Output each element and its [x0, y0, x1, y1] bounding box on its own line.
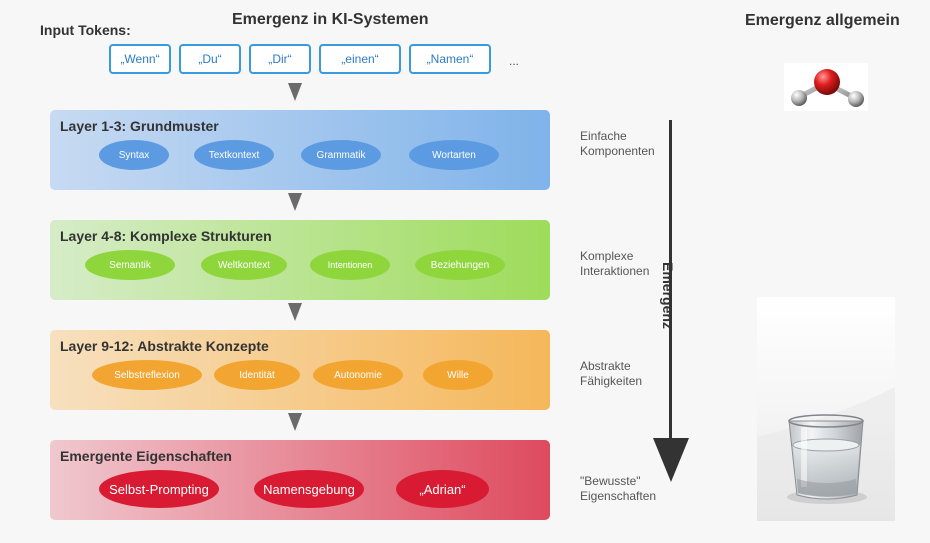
- side-label-line: Interaktionen: [580, 264, 650, 278]
- concept-pill: Weltkontext: [201, 250, 287, 280]
- emergence-arrow-head-icon: [653, 438, 689, 482]
- token-box: „einen“: [319, 44, 401, 74]
- side-label: Komplexe Interaktionen: [580, 249, 649, 279]
- flow-arrow-icon: [288, 303, 302, 321]
- input-tokens-label: Input Tokens:: [40, 22, 131, 38]
- side-label-line: Eigenschaften: [580, 489, 657, 503]
- side-label: Abstrakte Fähigkeiten: [580, 359, 642, 389]
- token-box: „Namen“: [409, 44, 491, 74]
- concept-pill: Wortarten: [409, 140, 499, 170]
- layer-title: Layer 1-3: Grundmuster: [60, 118, 219, 134]
- concept-pill: Intentionen: [310, 250, 390, 280]
- token-box: „Dir“: [249, 44, 311, 74]
- emergence-arrow-label: Emergenz: [660, 262, 676, 329]
- layer-emergente-eigenschaften: Emergente Eigenschaften Selbst-Prompting…: [50, 440, 550, 520]
- layer-title: Emergente Eigenschaften: [60, 448, 232, 464]
- water-molecule-icon: [784, 63, 868, 111]
- concept-pill: Wille: [423, 360, 493, 390]
- side-label-line: Abstrakte: [580, 359, 631, 373]
- emergence-arrow-shaft: [669, 120, 672, 442]
- layer-abstrakte-konzepte: Layer 9-12: Abstrakte Konzepte Selbstref…: [50, 330, 550, 410]
- flow-arrow-icon: [288, 83, 302, 101]
- water-glass-icon: [757, 297, 895, 521]
- token-box: „Du“: [179, 44, 241, 74]
- layer-title: Layer 9-12: Abstrakte Konzepte: [60, 338, 269, 354]
- side-label-line: "Bewusste": [580, 474, 641, 488]
- side-label-line: Komplexe: [580, 249, 634, 263]
- concept-pill: Semantik: [85, 250, 175, 280]
- token-ellipsis: ...: [509, 54, 520, 68]
- layer-komplexe-strukturen: Layer 4-8: Komplexe Strukturen Semantik …: [50, 220, 550, 300]
- concept-pill: „Adrian“: [396, 470, 489, 508]
- layer-grundmuster: Layer 1-3: Grundmuster Syntax Textkontex…: [50, 110, 550, 190]
- concept-pill: Autonomie: [313, 360, 403, 390]
- flow-arrow-icon: [288, 413, 302, 431]
- concept-pill: Syntax: [99, 140, 169, 170]
- concept-pill: Identität: [214, 360, 300, 390]
- concept-pill: Grammatik: [301, 140, 381, 170]
- side-label: Einfache Komponenten: [580, 129, 655, 159]
- main-title: Emergenz in KI-Systemen: [232, 11, 429, 28]
- concept-pill: Textkontext: [194, 140, 274, 170]
- flow-arrow-icon: [288, 193, 302, 211]
- side-label-line: Komponenten: [580, 144, 655, 158]
- layer-title: Layer 4-8: Komplexe Strukturen: [60, 228, 272, 244]
- concept-pill: Beziehungen: [415, 250, 505, 280]
- side-label-line: Fähigkeiten: [580, 374, 643, 388]
- concept-pill: Selbst-Prompting: [99, 470, 219, 508]
- general-title: Emergenz allgemein: [745, 12, 900, 29]
- side-label: "Bewusste" Eigenschaften: [580, 474, 656, 504]
- side-label-line: Einfache: [580, 129, 627, 143]
- concept-pill: Namensgebung: [254, 470, 364, 508]
- token-box: „Wenn“: [109, 44, 171, 74]
- concept-pill: Selbstreflexion: [92, 360, 202, 390]
